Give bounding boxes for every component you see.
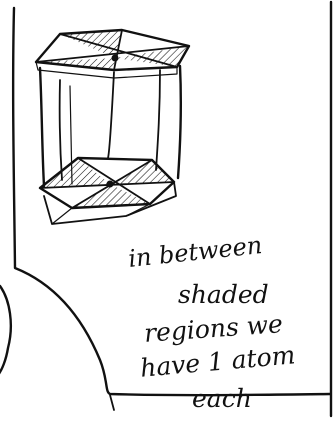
page-border-bottom-stub <box>110 395 114 410</box>
edge-back-left <box>40 68 44 186</box>
edge-back-right <box>178 66 181 178</box>
edge-left <box>60 80 62 180</box>
edge-middle <box>108 72 114 158</box>
annotation-line-5: each <box>192 386 252 411</box>
bottom-shaded-region-1 <box>40 158 110 188</box>
left-arc <box>0 286 11 375</box>
annotation-line-2: shaded <box>178 282 269 307</box>
edge-right <box>156 70 160 170</box>
bottom-center-atom <box>107 181 114 188</box>
hexagonal-prism <box>36 30 189 224</box>
top-center-atom <box>112 55 119 62</box>
